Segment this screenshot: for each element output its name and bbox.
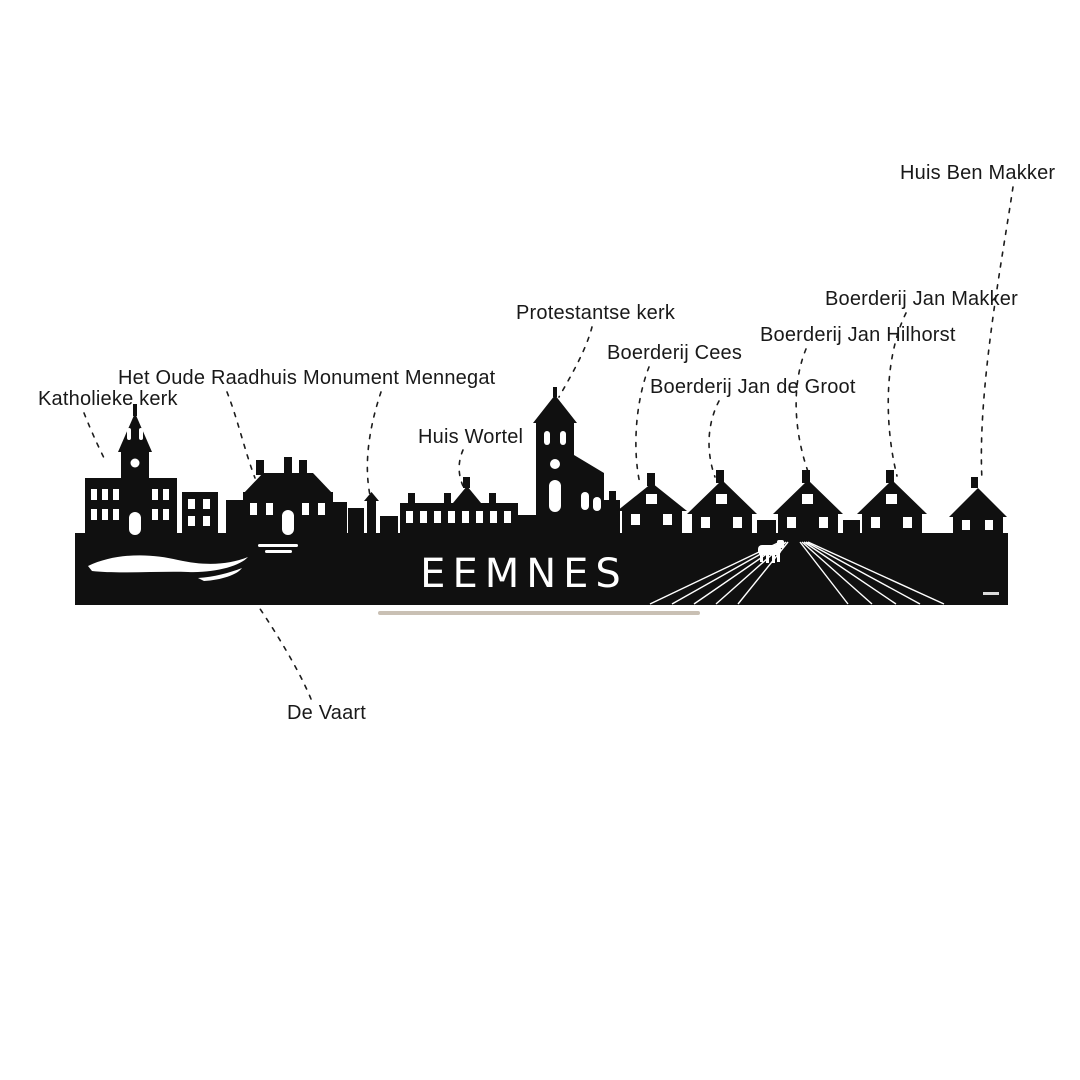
leader-katholieke-kerk bbox=[83, 412, 107, 463]
skyline-title: EEMNES bbox=[420, 551, 628, 597]
farm-windows bbox=[631, 494, 993, 530]
label-boerderij-cees: Boerderij Cees bbox=[607, 342, 743, 364]
label-huis-ben-makker: Huis Ben Makker bbox=[900, 162, 1056, 184]
leader-huis-wortel bbox=[458, 449, 467, 493]
leader-het-oude-raadhuis bbox=[226, 391, 256, 479]
raadhuis-door bbox=[282, 510, 294, 535]
bridge-mark bbox=[258, 544, 298, 547]
leader-protestantse-kerk bbox=[558, 326, 593, 398]
label-het-oude-raadhuis: Het Oude Raadhuis bbox=[118, 367, 298, 389]
label-katholieke-kerk: Katholieke kerk bbox=[38, 388, 178, 410]
stand-line bbox=[378, 611, 700, 615]
label-de-vaart: De Vaart bbox=[287, 702, 367, 724]
field-furrow-lines bbox=[649, 541, 945, 605]
leader-boerderij-jan-hilhorst bbox=[795, 348, 811, 478]
small-house-windows bbox=[188, 499, 210, 526]
silhouette bbox=[75, 387, 1008, 605]
leader-monument-mennegat bbox=[366, 391, 382, 501]
katholieke-kerk-windows bbox=[91, 428, 169, 535]
label-protestantse-kerk: Protestantse kerk bbox=[516, 302, 676, 324]
shed-silhouette bbox=[757, 520, 776, 535]
raadhuis-windows bbox=[250, 503, 325, 535]
label-boerderij-jan-hilhorst: Boerderij Jan Hilhorst bbox=[760, 324, 956, 346]
row-house-windows bbox=[406, 511, 511, 523]
label-boerderij-jan-makker: Boerderij Jan Makker bbox=[825, 288, 1018, 310]
tower-clock-icon bbox=[550, 459, 560, 469]
huis-ben-makker-silhouette bbox=[949, 477, 1007, 535]
leader-huis-ben-makker bbox=[980, 186, 1014, 481]
base-bar bbox=[75, 533, 1008, 605]
base-fine-print-mark bbox=[983, 592, 999, 595]
leader-boerderij-cees bbox=[635, 366, 650, 485]
label-huis-wortel: Huis Wortel bbox=[418, 426, 524, 448]
protestantse-kerk-silhouette bbox=[533, 387, 620, 535]
leader-boerderij-jan-de-groot bbox=[708, 400, 720, 478]
huis-wortel-row-silhouette bbox=[400, 477, 536, 535]
silhouette-details bbox=[88, 428, 999, 595]
monument-mennegat-silhouette bbox=[348, 492, 398, 535]
church-door bbox=[129, 512, 141, 535]
clock-icon bbox=[130, 458, 140, 468]
label-boerderij-jan-de-groot: Boerderij Jan de Groot bbox=[650, 376, 856, 398]
leader-boerderij-jan-makker bbox=[887, 312, 907, 477]
shed-silhouette-2 bbox=[843, 520, 860, 535]
small-house-silhouette bbox=[182, 492, 218, 535]
de-vaart-wave bbox=[88, 544, 298, 581]
label-monument-mennegat: Monument Mennegat bbox=[303, 367, 496, 389]
bridge-mark-2 bbox=[265, 550, 292, 553]
protestantse-kerk-windows bbox=[544, 431, 601, 512]
